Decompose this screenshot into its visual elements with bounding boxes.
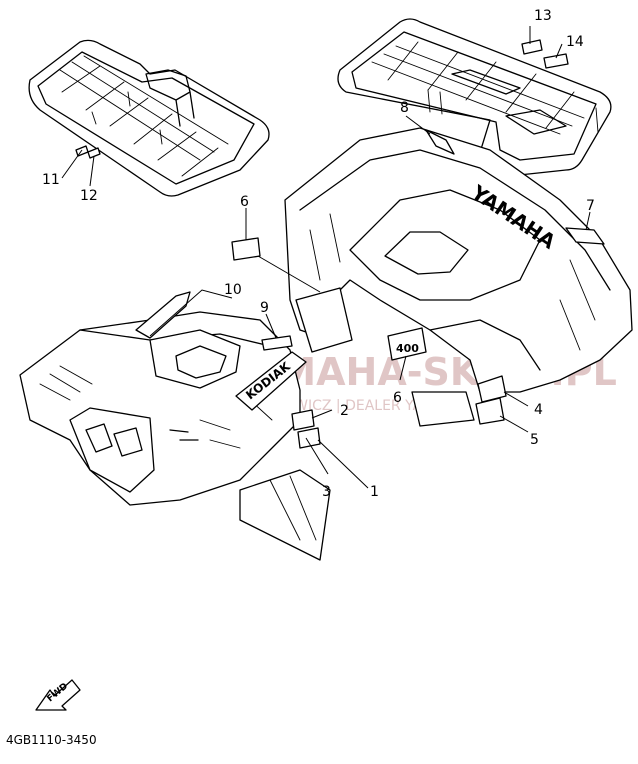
- callout-label: 13: [534, 8, 552, 24]
- decal-9: [261, 335, 293, 351]
- callout-label: 12: [80, 188, 98, 204]
- decal-6-left: [231, 237, 261, 261]
- small-decals: 400: [75, 39, 605, 449]
- callout-label: 10: [224, 282, 242, 298]
- callout-label: 9: [260, 300, 269, 316]
- decal-10: [135, 291, 191, 339]
- decal-13: [521, 39, 543, 55]
- callout-label: 7: [586, 198, 595, 214]
- rear-fender: YAMAHA: [284, 127, 633, 427]
- decal-11: [75, 145, 89, 157]
- decal-5: [475, 397, 505, 425]
- rear-carrier-rack: [337, 18, 612, 177]
- front-carrier-rack: [28, 39, 270, 197]
- callout-label: 8: [400, 100, 409, 116]
- callout-label: 14: [566, 34, 584, 50]
- callout-label: 6: [393, 390, 402, 406]
- callout-label: 1: [370, 484, 379, 500]
- decal-7: [565, 227, 605, 245]
- front-fender: [19, 311, 331, 561]
- callout-label: 6: [240, 194, 249, 210]
- decal-3-1: [297, 427, 321, 449]
- leader-lines: [61, 26, 591, 489]
- side-badge-text: 400: [396, 342, 419, 355]
- callout-label: 2: [340, 403, 349, 419]
- decal-2: [291, 409, 315, 431]
- callout-label: 11: [42, 172, 60, 188]
- decal-6-right-badge: [387, 327, 427, 361]
- decal-8: [425, 129, 455, 155]
- callout-label: 3: [322, 484, 331, 500]
- callout-label: 4: [534, 402, 543, 418]
- fwd-arrow: FWD: [35, 679, 81, 711]
- decal-12: [87, 147, 101, 159]
- callout-label: 5: [530, 432, 539, 448]
- decal-4: [477, 375, 507, 403]
- part-code: 4GB1110-3450: [6, 733, 97, 747]
- callout-numbers: 1 2 3 4 5 6 6 7 8 9 10 11 12 13 14: [42, 8, 595, 500]
- decal-14: [543, 53, 569, 69]
